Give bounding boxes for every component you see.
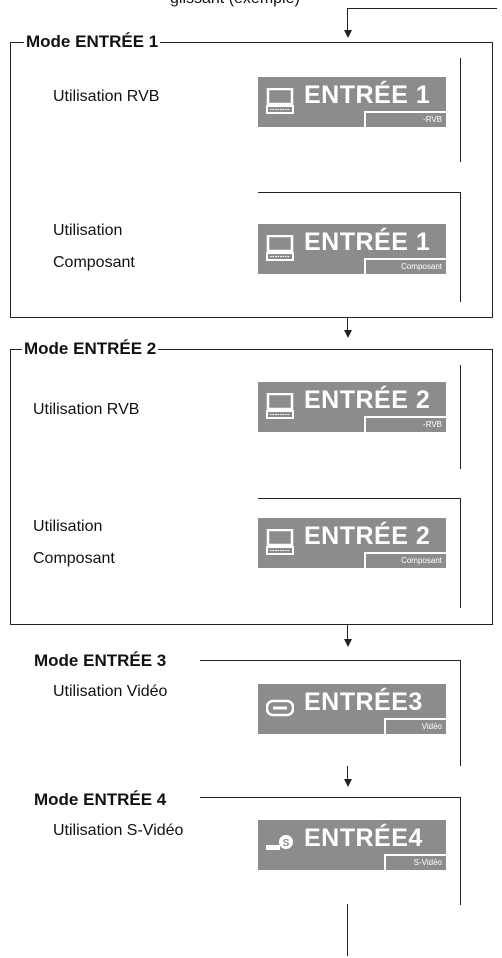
mode-input4-item-label: Utilisation S-Vidéo [53,822,184,839]
osd-title: ENTRÉE 1 [304,81,431,109]
mode-input2-item2-label-line2: Composant [33,550,115,567]
mode-input2-title: Mode ENTRÉE 2 [22,339,159,359]
mode-input2-separator [258,498,461,499]
mode-input4-header-rule [200,797,461,798]
computer-icon [266,393,294,419]
osd-banner-input1-component: ENTRÉE 1 Composant [258,224,446,274]
header-caption: glissant (exemple) [170,0,300,12]
osd-title: ENTRÉE4 [304,824,423,852]
osd-subtitle: S-Vidéo [384,854,446,870]
connector-2-3 [347,624,348,640]
mode-input2-box [10,349,493,625]
mode-input1-separator [258,192,461,193]
osd-banner-input2-component: ENTRÉE 2 Composant [258,518,446,568]
connector-bottom [347,904,348,956]
osd-subtitle: -RVB [364,416,446,432]
osd-banner-input3-video: ENTRÉE3 Vidéo [258,684,446,734]
mode-input1-item1-label: Utilisation RVB [53,88,160,105]
mode-input2-item1-label: Utilisation RVB [33,401,140,418]
connector-top-horizontal [347,8,497,9]
osd-subtitle: Vidéo [384,718,446,734]
computer-icon [266,235,294,261]
osd-banner-input4-svideo: S ENTRÉE4 S-Vidéo [258,820,446,870]
osd-subtitle: -RVB [364,111,446,127]
mode-input2-item2-label-line1: Utilisation [33,518,103,535]
arrow-down-icon [344,330,352,338]
mode-input2-right-rail [460,365,461,469]
connector-1-2 [347,317,348,331]
connector-3-4 [347,766,348,780]
osd-title: ENTRÉE3 [304,688,423,716]
osd-subtitle: Composant [364,258,446,274]
mode-input4-title: Mode ENTRÉE 4 [34,790,167,809]
svg-text:S: S [283,838,290,849]
computer-icon [266,88,294,114]
mode-input3-title: Mode ENTRÉE 3 [34,651,167,670]
mode-input2-right-rail-2 [460,498,461,608]
mode-input1-item2-label-line2: Composant [53,254,135,271]
osd-title: ENTRÉE 2 [304,386,431,414]
osd-title: ENTRÉE 1 [304,228,431,256]
mode-input1-title: Mode ENTRÉE 1 [24,32,161,52]
computer-icon [266,529,294,555]
osd-banner-input2-rgb: ENTRÉE 2 -RVB [258,382,446,432]
arrow-down-icon [344,639,352,647]
mode-input1-box [10,42,493,318]
connector-top-vertical [347,8,348,32]
osd-banner-input1-rgb: ENTRÉE 1 -RVB [258,77,446,127]
mode-input1-item2-label-line1: Utilisation [53,222,123,239]
mode-input4-right-rail [460,797,461,905]
mode-input3-right-rail [460,660,461,766]
arrow-down-icon [344,779,352,787]
arrow-down-icon [344,30,352,38]
mode-input1-right-rail-2 [460,192,461,302]
s-video-icon: S [266,835,293,850]
mode-input1-right-rail [460,58,461,162]
mode-input3-header-rule [200,660,461,661]
mode-input3-item-label: Utilisation Vidéo [53,683,168,700]
video-icon [266,699,294,717]
osd-subtitle: Composant [364,552,446,568]
osd-title: ENTRÉE 2 [304,522,431,550]
